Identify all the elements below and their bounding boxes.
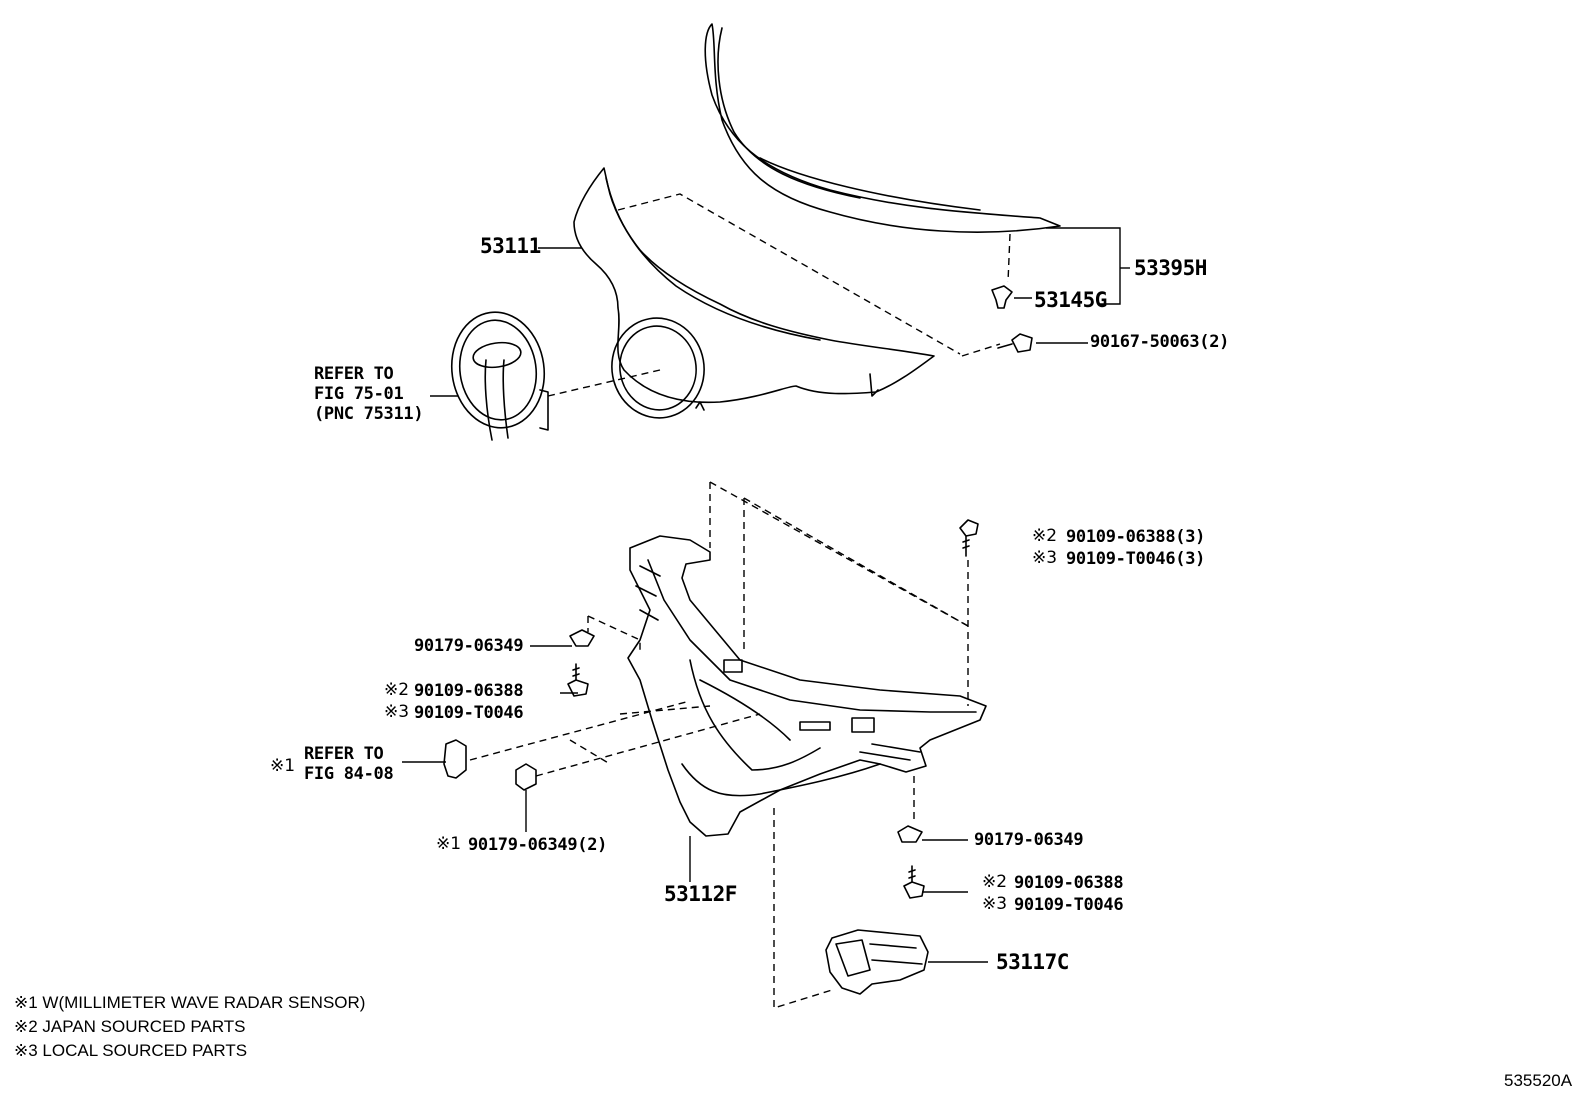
legend-note-2: ※2 JAPAN SOURCED PARTS [14, 1017, 246, 1036]
right-partno-3: 90109-T0046 [1014, 895, 1124, 915]
radar-refer-line2: FIG 84-08 [304, 764, 394, 784]
emblem-refer-line2: FIG 75-01 [314, 384, 404, 404]
callout-53111: 53111 [480, 234, 541, 258]
top-right-note-mark-2: ※2 [1032, 526, 1058, 546]
hood-molding-53395H [704, 23, 1061, 233]
right-note-mark-3: ※3 [982, 894, 1008, 914]
right-partno-2: 90109-06388 [1014, 873, 1124, 893]
clip-note-mark-1: ※1 [436, 834, 462, 854]
top-right-partno-3: 90109-T0046(3) [1066, 549, 1206, 569]
clip-53145G [991, 285, 1013, 309]
assembly-lines [469, 193, 1011, 1009]
legend-note-1: ※1 W(MILLIMETER WAVE RADAR SENSOR) [14, 993, 366, 1012]
left-note-mark-2: ※2 [384, 680, 410, 700]
right-note-mark-2: ※2 [982, 872, 1008, 892]
illustration-number: 535520A [1504, 1071, 1573, 1090]
radar-refer-line1: REFER TO [304, 744, 384, 764]
radar-note-mark-1: ※1 [270, 756, 296, 776]
left-partno-2: 90109-06388 [414, 681, 524, 701]
bolt-right [903, 865, 925, 899]
callout-right-nut: 90179-06349 [974, 830, 1084, 850]
front-emblem [450, 311, 549, 441]
left-note-mark-3: ※3 [384, 702, 410, 722]
nut-right [897, 825, 923, 843]
lower-grille-support-53112F [627, 535, 987, 837]
radar-bracket [443, 739, 467, 779]
callout-clip-90179-06349-2: 90179-06349(2) [468, 835, 608, 855]
air-duct-53117C [825, 929, 929, 995]
callout-53112F: 53112F [664, 882, 737, 906]
emblem-refer-line3: (PNC 75311) [314, 404, 424, 424]
screw-90167-50063 [997, 333, 1033, 353]
top-right-partno-2: 90109-06388(3) [1066, 527, 1206, 547]
legend-note-3: ※3 LOCAL SOURCED PARTS [14, 1041, 248, 1060]
bolt-top-right [959, 519, 979, 557]
clip-left [515, 763, 537, 791]
callout-53395H: 53395H [1134, 256, 1207, 280]
callout-left-nut: 90179-06349 [414, 636, 524, 656]
callout-53117C: 53117C [996, 950, 1069, 974]
nut-left [569, 629, 595, 647]
radiator-grille-53111 [573, 167, 935, 419]
emblem-refer-line1: REFER TO [314, 364, 394, 384]
bolt-left [567, 663, 589, 697]
callout-53145G: 53145G [1034, 288, 1107, 312]
callout-90167-50063: 90167-50063(2) [1090, 332, 1230, 352]
top-right-note-mark-3: ※3 [1032, 548, 1058, 568]
left-partno-3: 90109-T0046 [414, 703, 524, 723]
leader-lines [402, 227, 1130, 963]
